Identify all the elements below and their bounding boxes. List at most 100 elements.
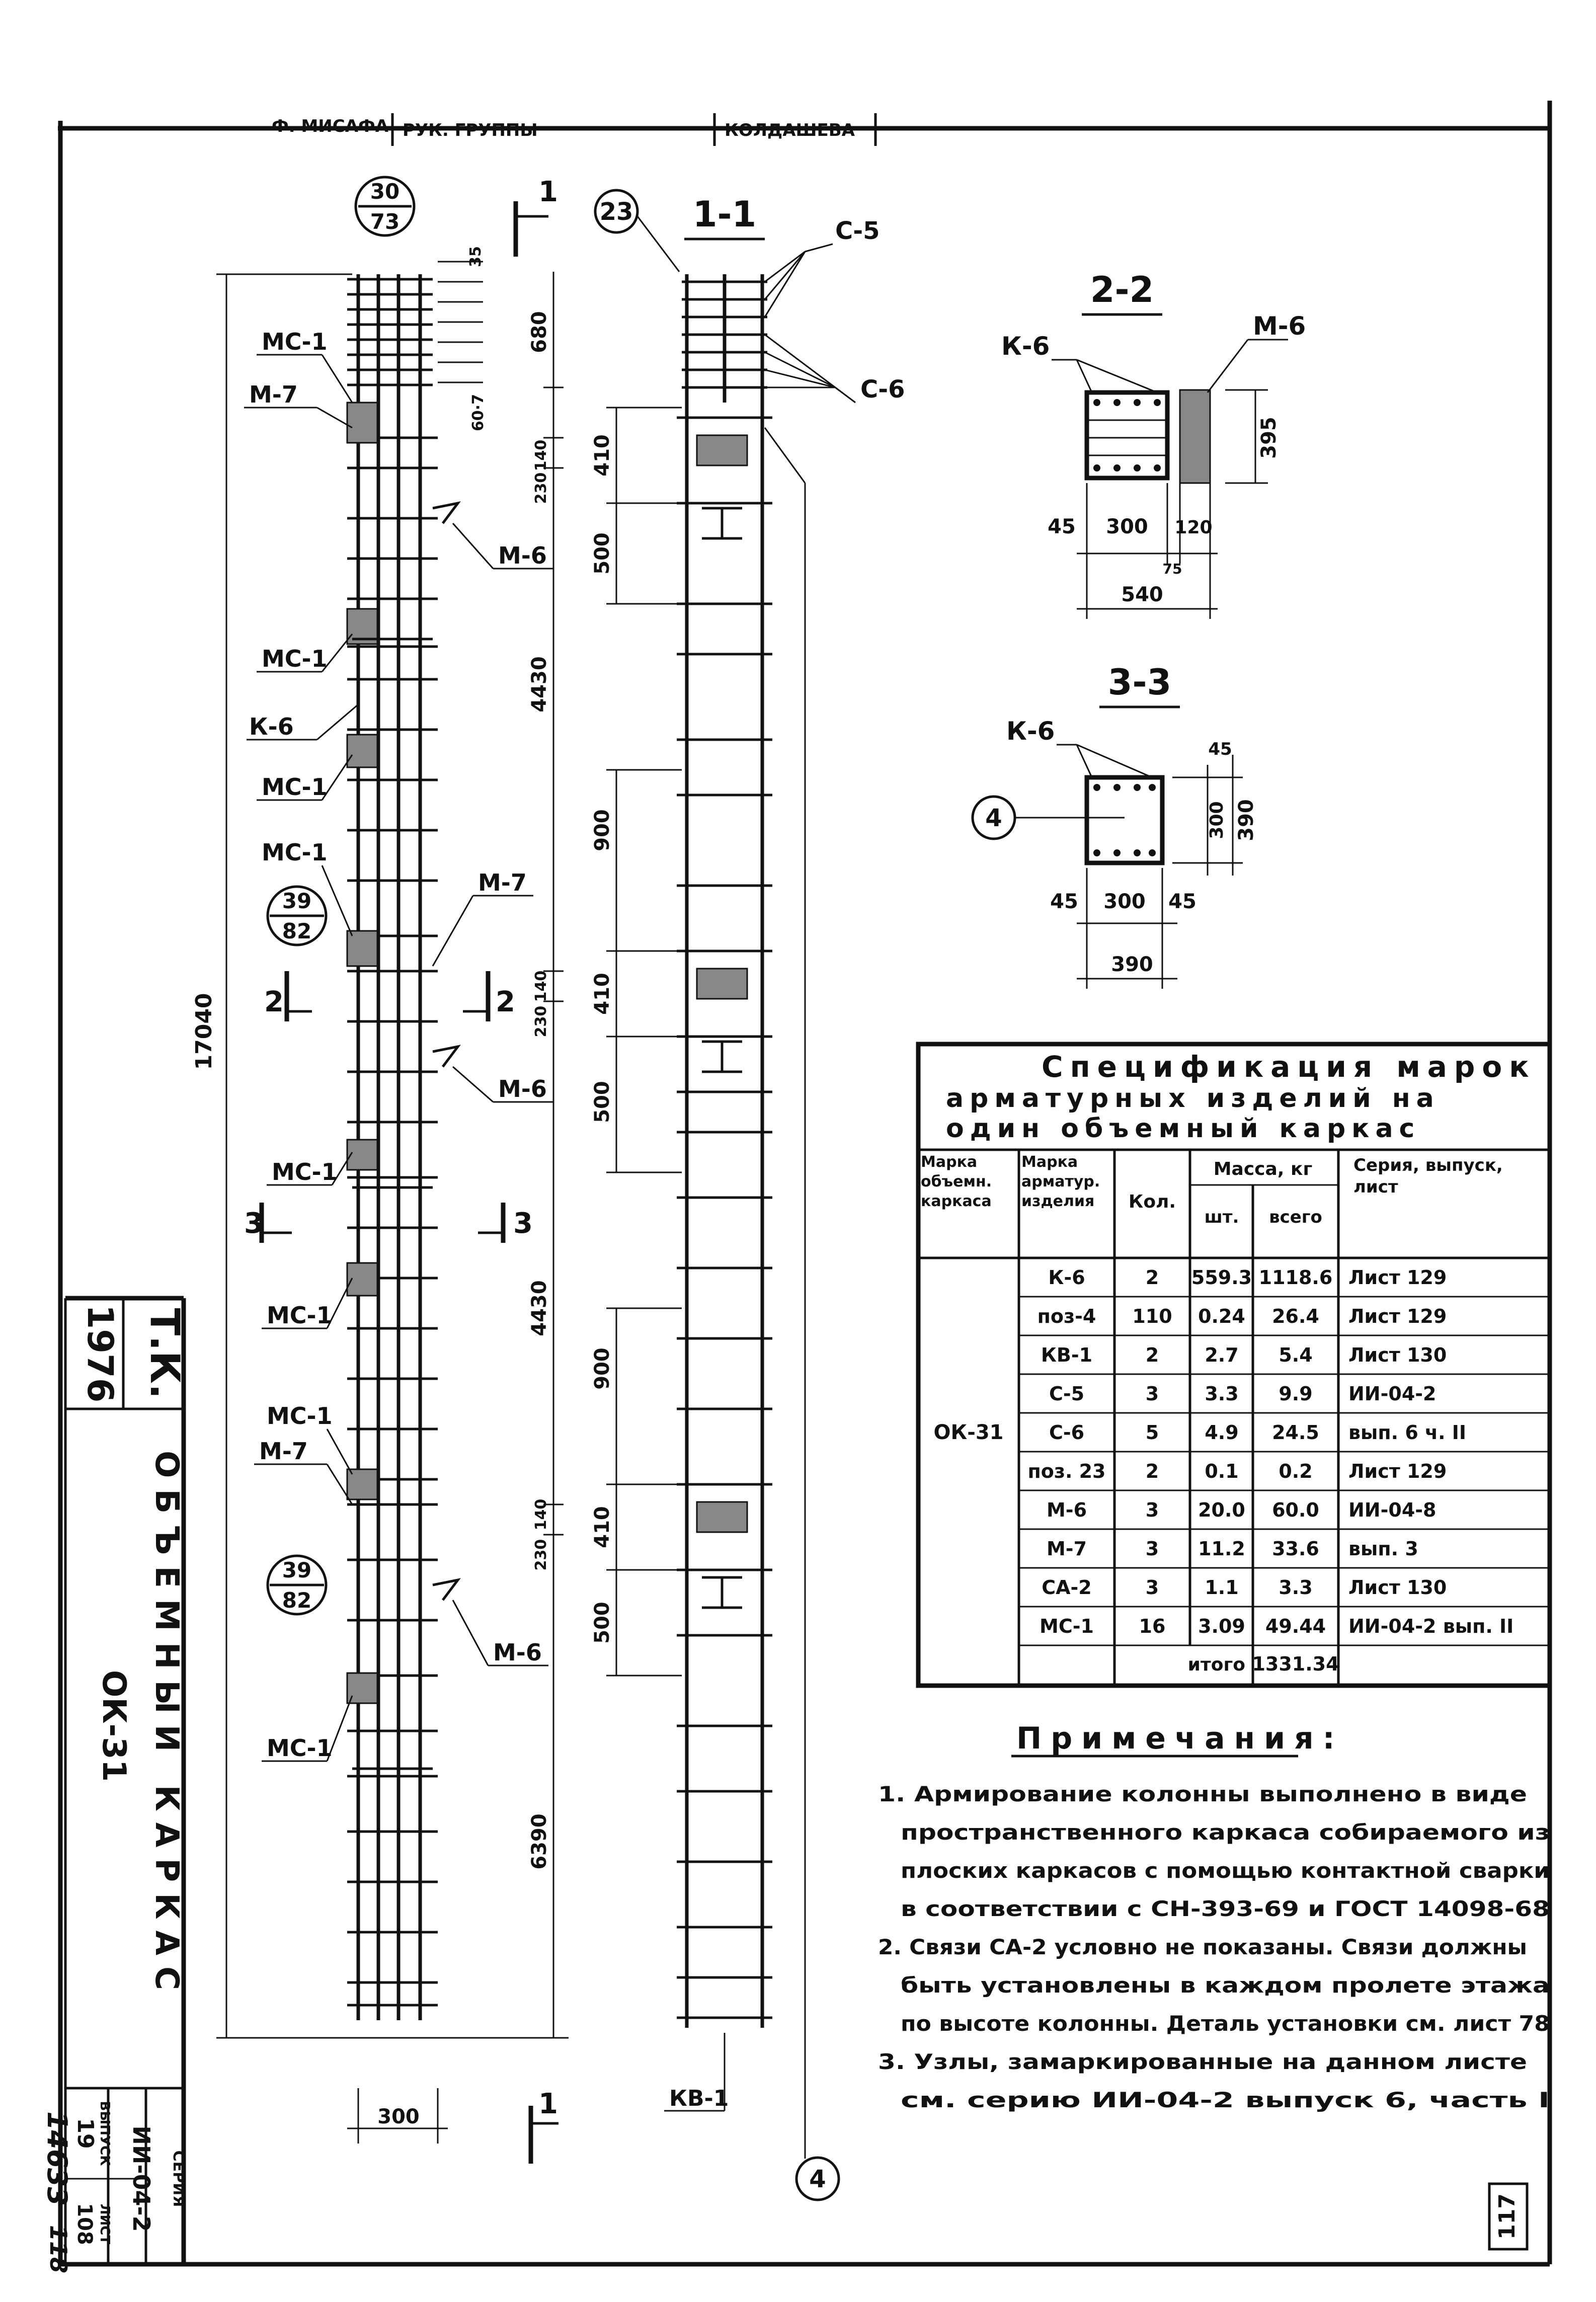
spec-table: Спецификация марок арматурных изделий на…	[916, 1042, 1552, 1688]
header-mass: Масса, кг	[1214, 1159, 1313, 1179]
archive-number: 14633	[41, 2111, 73, 2206]
svg-text:39: 39	[282, 889, 311, 913]
notes-lines: 1. Армирование колонны выполнено в виде п…	[878, 1782, 1550, 2112]
issue-label: ВЫПУСК	[97, 2101, 112, 2166]
header-mass-unit: шт.	[1205, 1207, 1239, 1227]
label-mc1: МС-1	[262, 328, 328, 355]
svg-text:75: 75	[1163, 561, 1182, 577]
spec-cell-unit: 1.1	[1205, 1576, 1238, 1599]
series-label: СЕРИЯ	[170, 2151, 187, 2207]
spec-cell-mark: КВ-1	[1041, 1344, 1092, 1366]
svg-text:45: 45	[1168, 890, 1196, 913]
spec-cell-ref: ИИ-04-8	[1348, 1499, 1436, 1521]
label-mc1: МС-1	[267, 1734, 333, 1762]
total-label: итого	[1188, 1654, 1245, 1675]
spec-cell-mark: МС-1	[1040, 1615, 1094, 1637]
svg-text:410: 410	[591, 1506, 614, 1548]
elevation-labels: МС-1 М-7 М-6 МС-1 К-6 МС-1 МС-1 М-7 М-6 …	[244, 328, 553, 1762]
header-item-mark: Марка арматур. изделия	[1021, 1153, 1100, 1210]
svg-text:410: 410	[591, 434, 614, 477]
axis-4-1-1: 4	[809, 2165, 826, 2193]
spec-cell-unit: 2.7	[1205, 1344, 1238, 1366]
svg-text:82: 82	[282, 919, 311, 943]
section-1-1: 1-1 23 С-5 С-6	[591, 189, 905, 2201]
spec-cell-mark: поз-4	[1038, 1305, 1096, 1327]
sheet-number-box: 117	[1488, 2182, 1529, 2251]
spec-cell-unit: 0.1	[1205, 1460, 1238, 1482]
header-frame-mark: Марка объемн. каркаса	[921, 1153, 992, 1210]
spec-cell-mark: поз. 23	[1028, 1460, 1106, 1482]
note-line: 2. Связи СА-2 условно не показаны. Связи…	[878, 1935, 1527, 1959]
spec-cell-qty: 3	[1146, 1383, 1159, 1405]
drawing-code: ОК-31	[95, 1670, 132, 1782]
spec-title-3: один объемный каркас	[946, 1114, 1420, 1144]
org-label: Т.К.	[141, 1308, 188, 1399]
header-qty: Кол.	[1129, 1192, 1176, 1212]
section-3-3: 3-3 К-6 4 45 300 45 390 45 300 390	[971, 662, 1258, 989]
note-line: по высоте колонны. Деталь установки см. …	[901, 2011, 1550, 2036]
top-mesh-zone	[347, 261, 483, 386]
svg-text:680: 680	[528, 311, 551, 353]
svg-text:2: 2	[496, 986, 515, 1018]
notes-title: Примечания:	[1016, 1721, 1344, 1756]
label-k6: К-6	[249, 713, 294, 740]
spec-cell-total: 1118.6	[1259, 1266, 1333, 1289]
svg-text:900: 900	[591, 1347, 614, 1390]
svg-text:390: 390	[1111, 953, 1153, 976]
svg-text:3: 3	[513, 1207, 533, 1240]
spec-cell-ref: Лист 129	[1348, 1305, 1447, 1327]
stirrups	[347, 436, 438, 2007]
spec-total-row: итого 1331.34	[1188, 1653, 1339, 1675]
svg-text:23: 23	[600, 198, 633, 226]
spec-cell-unit: 3.09	[1198, 1615, 1245, 1637]
spec-cell-mark: М-6	[1047, 1499, 1087, 1521]
section-cut-marks: 1 1 2 2 3 3	[244, 176, 558, 2164]
label-c5: С-5	[835, 217, 880, 245]
svg-text:230: 230	[532, 472, 550, 504]
svg-text:45: 45	[1050, 890, 1078, 913]
spec-cell-total: 60.0	[1272, 1499, 1319, 1521]
svg-text:300: 300	[1103, 890, 1146, 913]
spec-cell-unit: 20.0	[1198, 1499, 1245, 1521]
svg-text:6390: 6390	[528, 1813, 551, 1869]
spec-cell-qty: 2	[1146, 1344, 1159, 1366]
label-mc1: МС-1	[267, 1302, 333, 1329]
note-line: 3. Узлы, замаркированные на данном листе	[878, 2049, 1527, 2074]
spec-cell-qty: 16	[1139, 1615, 1166, 1637]
spec-cell-mark: С-6	[1049, 1421, 1084, 1444]
svg-text:395: 395	[1257, 417, 1281, 459]
svg-text:540: 540	[1121, 583, 1163, 606]
svg-text:500: 500	[591, 1602, 614, 1644]
spec-title-1: Спецификация марок	[1042, 1050, 1536, 1084]
label-c6: С-6	[860, 375, 905, 404]
header-ref: Серия, выпуск, лист	[1353, 1155, 1503, 1197]
axis-4-3-3: 4	[985, 804, 1002, 832]
spec-cell-ref: Лист 130	[1348, 1576, 1447, 1599]
spec-cell-mark: М-7	[1047, 1538, 1087, 1560]
label-mc1: МС-1	[262, 773, 328, 801]
m6-brackets	[432, 501, 461, 1601]
svg-text:230: 230	[532, 1006, 550, 1038]
spec-cell-ref: ИИ-04-2	[1348, 1383, 1436, 1405]
stirrups-1-1	[677, 416, 772, 2019]
notes: Примечания:	[1011, 1721, 1344, 1758]
svg-text:35: 35	[467, 246, 485, 267]
spec-cell-ref: вып. 3	[1348, 1538, 1418, 1560]
spec-cell-total: 24.5	[1272, 1421, 1319, 1444]
top-strip-name: КОЛДАШЕВА	[725, 120, 855, 140]
dim-total: 17040	[191, 993, 217, 1070]
svg-text:2: 2	[264, 986, 284, 1018]
note-line: пространственного каркаса собираемого из	[901, 1820, 1550, 1845]
label-m7: М-7	[259, 1438, 308, 1465]
section-2-2: 2-2 К-6 М-6 45 300 120 75 540 395	[1001, 269, 1306, 619]
spec-cell-total: 9.9	[1279, 1383, 1312, 1405]
svg-text:82: 82	[282, 1588, 311, 1613]
note-line: 1. Армирование колонны выполнено в виде	[878, 1782, 1527, 1806]
sheet-frame	[58, 101, 1552, 2267]
year-label: 1976	[79, 1305, 121, 1403]
top-strip-left: Ф. МИСАФА	[272, 116, 389, 136]
label-mc1: МС-1	[262, 839, 328, 866]
spec-cell-mark: К-6	[1048, 1266, 1085, 1289]
svg-text:30: 30	[370, 179, 400, 204]
label-m6: М-6	[493, 1639, 542, 1666]
